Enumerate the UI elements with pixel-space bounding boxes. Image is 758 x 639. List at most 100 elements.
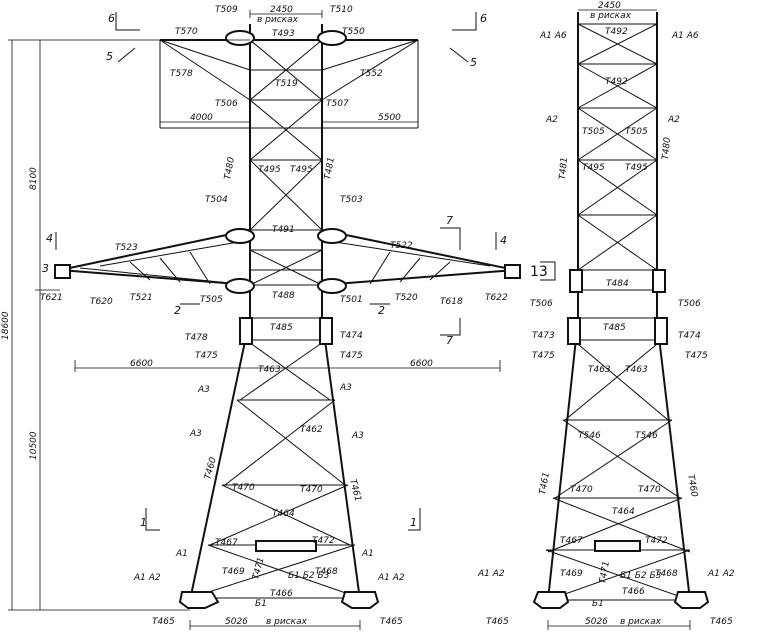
- section-2-left: 2: [174, 304, 181, 317]
- r-label-t465-a: Т465: [486, 617, 509, 627]
- base-dim: [189, 620, 361, 630]
- label-t463: Т463: [258, 365, 281, 375]
- label-t578: Т578: [170, 69, 193, 79]
- label-t485: Т485: [270, 323, 293, 333]
- r-label-t472: Т472: [645, 536, 668, 546]
- right-view-splice-right: [654, 317, 668, 345]
- r-label-t469: Т469: [560, 569, 583, 579]
- label-t469: Т469: [222, 567, 245, 577]
- label-t509: Т509: [215, 5, 238, 15]
- label-b1: Б1: [255, 599, 267, 609]
- r-label-t464: Т464: [612, 507, 635, 517]
- r-label-t492-b: Т492: [605, 77, 628, 87]
- label-t552: Т552: [360, 69, 383, 79]
- section-5-left: 5: [106, 50, 113, 63]
- label-t493: Т493: [272, 29, 295, 39]
- height-dims: [8, 39, 250, 611]
- mid-left-joint: [225, 228, 255, 244]
- label-a1-b: А1: [361, 549, 374, 559]
- label-t462: Т462: [300, 425, 323, 435]
- label-t495-a: Т495: [258, 165, 281, 175]
- section-6-right: 6: [480, 12, 487, 25]
- r-label-t467: Т467: [560, 536, 583, 546]
- sect-5-right: [449, 47, 469, 63]
- section-7-top: 7: [446, 214, 453, 227]
- r-label-t475-a: Т475: [532, 351, 555, 361]
- right-view-right-shoe: [673, 591, 710, 609]
- r-label-b1: Б1: [592, 599, 604, 609]
- r-label-a12-b: А1 А2: [707, 569, 735, 579]
- label-t550: Т550: [342, 27, 365, 37]
- right-dim-base-note: в рисках: [620, 617, 662, 627]
- right-shoe: [340, 591, 380, 609]
- top-cross: [249, 39, 323, 101]
- section-1-right: 1: [410, 516, 417, 529]
- label-t620: Т620: [90, 297, 113, 307]
- label-t472: Т472: [312, 536, 335, 546]
- left-leg-right: [321, 24, 361, 601]
- label-t519: Т519: [275, 79, 298, 89]
- section-4-right: 4: [500, 234, 507, 247]
- label-a12-a: А1 А2: [133, 573, 161, 583]
- r-label-a2-a: А2: [545, 115, 558, 125]
- r-label-t546-b: Т546: [635, 431, 658, 441]
- sect-4: [55, 232, 497, 250]
- r-label-a16-a: А1 А6: [539, 31, 567, 41]
- right-view-node-right: [652, 269, 666, 293]
- right-dim-base: 5026: [585, 617, 608, 627]
- label-t475-a: Т475: [195, 351, 218, 361]
- r-label-t470-b: Т470: [638, 485, 661, 495]
- dim-height-total: 18600: [1, 311, 11, 340]
- right-view-node-left: [569, 269, 583, 293]
- label-t510: Т510: [330, 5, 353, 15]
- lower-arms: [59, 229, 516, 286]
- label-t505: Т505: [200, 295, 223, 305]
- label-t523: Т523: [115, 243, 138, 253]
- top-width-dim: [249, 10, 323, 18]
- mid-right-joint: [317, 228, 347, 244]
- r-label-t506-a: Т506: [530, 299, 553, 309]
- label-t488: Т488: [272, 291, 295, 301]
- right-view-splice-left: [567, 317, 581, 345]
- right-view-dims: [547, 9, 691, 630]
- section-5-right: 5: [470, 56, 477, 69]
- r-label-a16-b: А1 А6: [671, 31, 699, 41]
- r-label-a12-a: А1 А2: [477, 569, 505, 579]
- r-label-t463-a: Т463: [588, 365, 611, 375]
- label-t618: Т618: [440, 297, 463, 307]
- dim-left-arm: 4000: [190, 113, 213, 123]
- dim-right-lower: 6600: [410, 359, 433, 369]
- label-a3-c: А3: [189, 429, 202, 439]
- section-3: 3: [42, 262, 49, 275]
- label-b123: Б1 Б2 Б3: [288, 571, 330, 581]
- left-leg-left: [189, 24, 251, 601]
- label-t467: Т467: [215, 538, 238, 548]
- r-label-t474: Т474: [678, 331, 701, 341]
- dim-right-arm: 5500: [378, 113, 401, 123]
- section-13: 13: [530, 264, 548, 280]
- top-arm-diagonals: [159, 39, 419, 101]
- label-t504: Т504: [205, 195, 228, 205]
- right-lower-lattice: [545, 317, 691, 601]
- left-tower-view: 2450 в рисках 4000 5500 6600 6600 5026 в…: [1, 5, 521, 630]
- label-t466: Т466: [270, 589, 293, 599]
- right-tower-view: 2450 в рисках 5026 в рисках 13 А1 А6 А1 …: [477, 1, 735, 630]
- r-label-t495-a: Т495: [582, 163, 605, 173]
- label-t470-b: Т470: [300, 485, 323, 495]
- label-t468: Т468: [315, 567, 338, 577]
- label-t491: Т491: [272, 225, 295, 235]
- r-label-a2-b: А2: [667, 115, 680, 125]
- sect-6-right: [452, 12, 477, 31]
- section-2-right: 2: [378, 304, 385, 317]
- label-a1-a: А1: [175, 549, 188, 559]
- r-label-t481: Т481: [558, 157, 570, 180]
- upper-lattice: [249, 99, 323, 231]
- label-t481: Т481: [323, 156, 337, 180]
- low-left-joint: [225, 278, 255, 294]
- right-view-base-splice: [594, 540, 641, 552]
- label-t621: Т621: [40, 293, 63, 303]
- label-t522: Т522: [390, 241, 413, 251]
- arm-lattice: [79, 239, 491, 286]
- dim-left-lower: 6600: [130, 359, 153, 369]
